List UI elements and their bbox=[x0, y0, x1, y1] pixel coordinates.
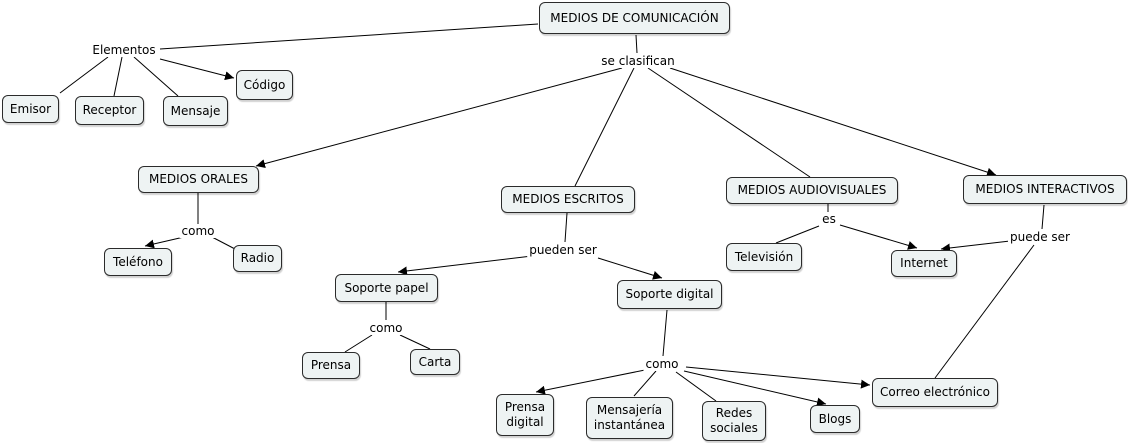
concept-prensa[interactable]: Prensa bbox=[302, 352, 360, 379]
edge-puede-internet bbox=[940, 240, 1011, 253]
edge-clasifican-audiovisuales bbox=[647, 67, 811, 178]
edge-como-prensa-digital bbox=[535, 369, 646, 395]
concept-radio[interactable]: Radio bbox=[233, 245, 282, 272]
edge-pueden-digital bbox=[597, 257, 663, 280]
edge-pueden-papel bbox=[397, 255, 533, 276]
edge-como-telefono bbox=[144, 236, 185, 249]
concept-receptor[interactable]: Receptor bbox=[75, 96, 144, 125]
link-puede-ser: puede ser bbox=[1008, 230, 1072, 244]
edge-como-redes bbox=[675, 371, 717, 402]
concept-mensaje[interactable]: Mensaje bbox=[163, 96, 228, 126]
edge-elementos-codigo bbox=[159, 58, 235, 81]
edge-clasifican-orales bbox=[255, 67, 623, 169]
edge-puede-correo bbox=[934, 244, 1035, 379]
edge-medios-se-clasifican bbox=[635, 34, 638, 54]
edge-como-mensajeria bbox=[633, 370, 657, 397]
concept-medios-orales[interactable]: MEDIOS ORALES bbox=[138, 166, 259, 193]
edge-digital-como bbox=[662, 309, 668, 357]
edge-es-television bbox=[775, 225, 820, 244]
link-pueden-ser: pueden ser bbox=[527, 243, 599, 257]
concept-medios-escritos[interactable]: MEDIOS ESCRITOS bbox=[501, 186, 635, 213]
concept-telefono[interactable]: Teléfono bbox=[104, 248, 172, 276]
concept-correo-electronico[interactable]: Correo electrónico bbox=[872, 378, 998, 407]
edge-interactivos-puede bbox=[1041, 204, 1045, 230]
edge-medios-elementos bbox=[159, 23, 539, 50]
edge-clasifican-escritos bbox=[574, 67, 635, 187]
edge-elementos-receptor bbox=[113, 56, 123, 97]
edge-como-correo bbox=[685, 366, 871, 389]
concept-emisor[interactable]: Emisor bbox=[2, 95, 59, 123]
concept-medios-interactivos[interactable]: MEDIOS INTERACTIVOS bbox=[963, 175, 1127, 204]
concept-blogs[interactable]: Blogs bbox=[810, 405, 860, 433]
edge-como-blogs bbox=[683, 370, 827, 407]
link-elementos: Elementos bbox=[90, 43, 158, 57]
concept-carta[interactable]: Carta bbox=[410, 349, 460, 375]
edge-elementos-emisor bbox=[59, 56, 109, 94]
concept-television[interactable]: Televisión bbox=[726, 243, 802, 271]
concept-medios-de-comunicacion[interactable]: MEDIOS DE COMUNICACIÓN bbox=[539, 2, 730, 34]
edge-como-prensa bbox=[344, 334, 373, 353]
link-es: es bbox=[820, 212, 838, 226]
edge-clasifican-interactivos bbox=[669, 67, 997, 177]
concept-soporte-digital[interactable]: Soporte digital bbox=[617, 280, 722, 309]
edge-como-radio bbox=[211, 236, 236, 250]
link-como-orales: como bbox=[179, 224, 217, 238]
link-se-clasifican: se clasifican bbox=[599, 54, 677, 68]
link-como-papel: como bbox=[367, 321, 405, 335]
concept-codigo[interactable]: Código bbox=[236, 70, 293, 100]
concept-internet[interactable]: Internet bbox=[891, 250, 957, 277]
edge-elementos-mensaje bbox=[133, 56, 179, 97]
edge-escritos-pueden bbox=[564, 212, 568, 243]
edge-como-carta bbox=[399, 334, 431, 350]
link-como-digital: como bbox=[643, 357, 681, 371]
edge-es-internet bbox=[839, 224, 918, 250]
concept-medios-audiovisuales[interactable]: MEDIOS AUDIOVISUALES bbox=[726, 177, 898, 204]
concept-soporte-papel[interactable]: Soporte papel bbox=[335, 274, 438, 302]
